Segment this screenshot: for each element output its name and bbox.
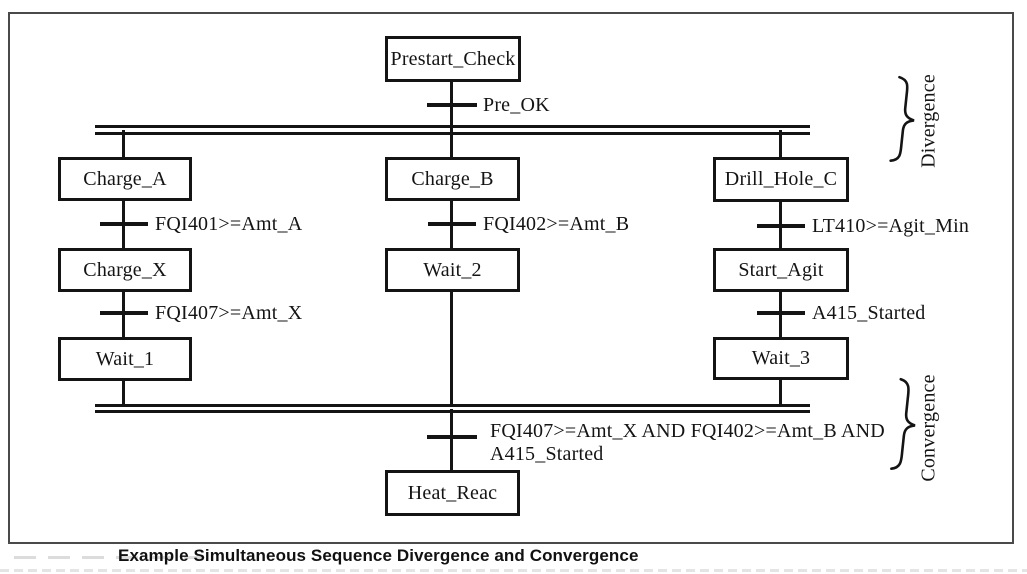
step-label: Wait_1 xyxy=(95,347,155,370)
transition-label-fqi402: FQI402>=Amt_B xyxy=(483,213,630,235)
transition-label-convergence-line1: FQI407>=Amt_X AND FQI402>=Amt_B AND xyxy=(490,420,885,442)
step-label: Charge_B xyxy=(411,167,494,190)
step-label: Charge_X xyxy=(83,258,167,281)
transition-tick-lt410 xyxy=(757,224,805,228)
divergence-label: Divergence xyxy=(917,74,940,168)
step-drill-hole-c: Drill_Hole_C xyxy=(713,157,849,202)
step-label: Wait_2 xyxy=(423,258,482,281)
transition-label-convergence-line2: A415_Started xyxy=(490,443,604,465)
transition-tick-a415 xyxy=(757,311,805,315)
step-charge-x: Charge_X xyxy=(58,248,192,292)
convergence-bar-upper xyxy=(95,404,810,407)
step-label: Wait_3 xyxy=(751,347,811,369)
transition-label-a415: A415_Started xyxy=(812,302,926,324)
flow-line-branch-a-1 xyxy=(122,130,125,157)
step-charge-a: Charge_A xyxy=(58,157,192,201)
step-wait-3: Wait_3 xyxy=(713,337,849,380)
transition-label-pre-ok: Pre_OK xyxy=(483,94,550,116)
step-prestart-check: Prestart_Check xyxy=(385,36,521,82)
transition-label-fqi401: FQI401>=Amt_A xyxy=(155,213,303,235)
flow-line-branch-b-3 xyxy=(450,292,453,407)
divergence-bar-upper xyxy=(95,125,810,128)
transition-label-convergence: FQI407>=Amt_X AND FQI402>=Amt_B AND A415… xyxy=(490,420,885,466)
step-heat-reac: Heat_Reac xyxy=(385,470,520,516)
flow-line-bottom xyxy=(450,409,453,470)
step-charge-b: Charge_B xyxy=(385,157,520,201)
flow-line-branch-c-1 xyxy=(779,130,782,157)
step-label: Heat_Reac xyxy=(407,481,498,504)
scan-artifact xyxy=(0,569,1027,572)
scan-artifact xyxy=(14,556,204,559)
transition-tick-fqi407 xyxy=(100,311,148,315)
transition-tick-fqi401 xyxy=(100,222,148,226)
diagram-caption: Example Simultaneous Sequence Divergence… xyxy=(118,546,639,565)
flow-line-branch-c-4 xyxy=(779,380,782,407)
transition-tick-convergence xyxy=(427,435,477,439)
convergence-brace-icon xyxy=(890,377,916,471)
divergence-brace-icon xyxy=(889,75,915,163)
step-wait-2: Wait_2 xyxy=(385,248,520,292)
step-start-agit: Start_Agit xyxy=(713,248,849,292)
step-label: Start_Agit xyxy=(738,258,824,281)
transition-tick-pre-ok xyxy=(427,103,477,107)
flow-line-branch-a-4 xyxy=(122,381,125,407)
convergence-bar-lower xyxy=(95,410,810,413)
step-label: Drill_Hole_C xyxy=(724,168,838,190)
step-wait-1: Wait_1 xyxy=(58,337,192,381)
transition-label-fqi407: FQI407>=Amt_X xyxy=(155,302,303,324)
step-label: Prestart_Check xyxy=(390,47,516,70)
step-label: Charge_A xyxy=(83,167,167,190)
transition-tick-fqi402 xyxy=(428,222,476,226)
flow-line-top xyxy=(450,82,453,157)
transition-label-lt410: LT410>=Agit_Min xyxy=(812,215,970,237)
divergence-bar-lower xyxy=(95,132,810,135)
convergence-label: Convergence xyxy=(917,374,940,482)
